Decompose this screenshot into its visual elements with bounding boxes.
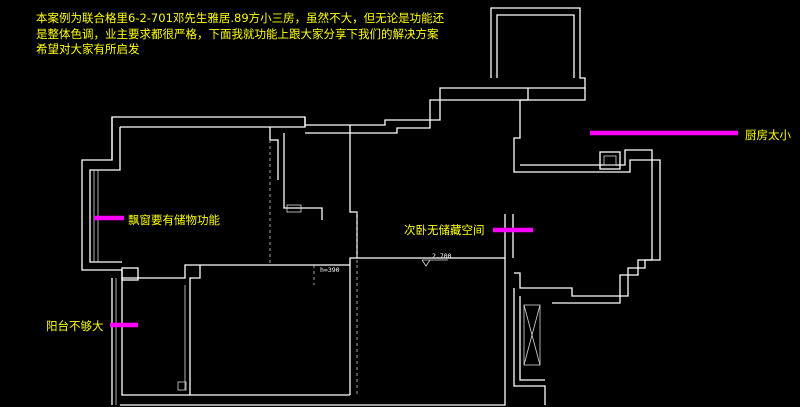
intro-line-1: 本案例为联合格里6-2-701邓先生雅居.89方小三房，虽然不大，但无论是功能还	[36, 11, 445, 25]
bay-window-note: 飘窗要有储物功能	[128, 213, 220, 227]
east-wall-inner	[520, 149, 653, 166]
outer-wall-line-inner	[496, 14, 575, 78]
second-bedroom-note: 次卧无储藏空间	[404, 223, 485, 237]
kitchen-stove-inner	[603, 155, 617, 166]
south-east-wall-2	[519, 296, 545, 381]
south-east-wall	[513, 288, 546, 405]
outer-wall-line	[81, 7, 586, 406]
wardrobe	[523, 304, 541, 366]
problem-markers	[94, 130, 738, 328]
intro-line-2: 是整体色调，业主要求都很严格，下面我就功能上跟大家分享下我们的解决方案	[36, 26, 439, 41]
bay-window-outer	[89, 127, 122, 263]
floor-level-label: 2.700	[432, 252, 452, 260]
balcony-note: 阳台不够大	[46, 319, 104, 333]
outer-wall-line-east	[305, 88, 586, 134]
partition-wall-2	[283, 133, 323, 220]
intro-text: 本案例为联合格里6-2-701邓先生雅居.89方小三房，虽然不大，但无论是功能还…	[36, 11, 506, 58]
kitchen-stove	[599, 151, 621, 170]
west-rooms	[89, 117, 358, 285]
central-wall	[349, 125, 358, 258]
south-rooms	[111, 265, 358, 405]
small-fixture	[286, 204, 302, 213]
kitchen-fixtures	[504, 151, 621, 366]
east-bay	[552, 160, 653, 304]
bay-room-wall	[120, 117, 306, 128]
intro-line-3: 希望对大家有所启发	[36, 42, 140, 56]
east-wall	[513, 88, 661, 297]
wardrobe-diag-2	[523, 304, 541, 366]
bedroom-wall	[189, 265, 350, 396]
drain	[177, 381, 187, 391]
level-triangle	[421, 259, 431, 267]
kitchen-note: 厨房太小	[745, 128, 791, 142]
height-label: h=390	[320, 266, 340, 274]
partition-wall-1	[269, 127, 279, 180]
balcony-wall	[121, 278, 190, 396]
outer-walls	[81, 7, 661, 406]
balcony-column	[121, 267, 139, 281]
level-marker	[421, 259, 448, 267]
